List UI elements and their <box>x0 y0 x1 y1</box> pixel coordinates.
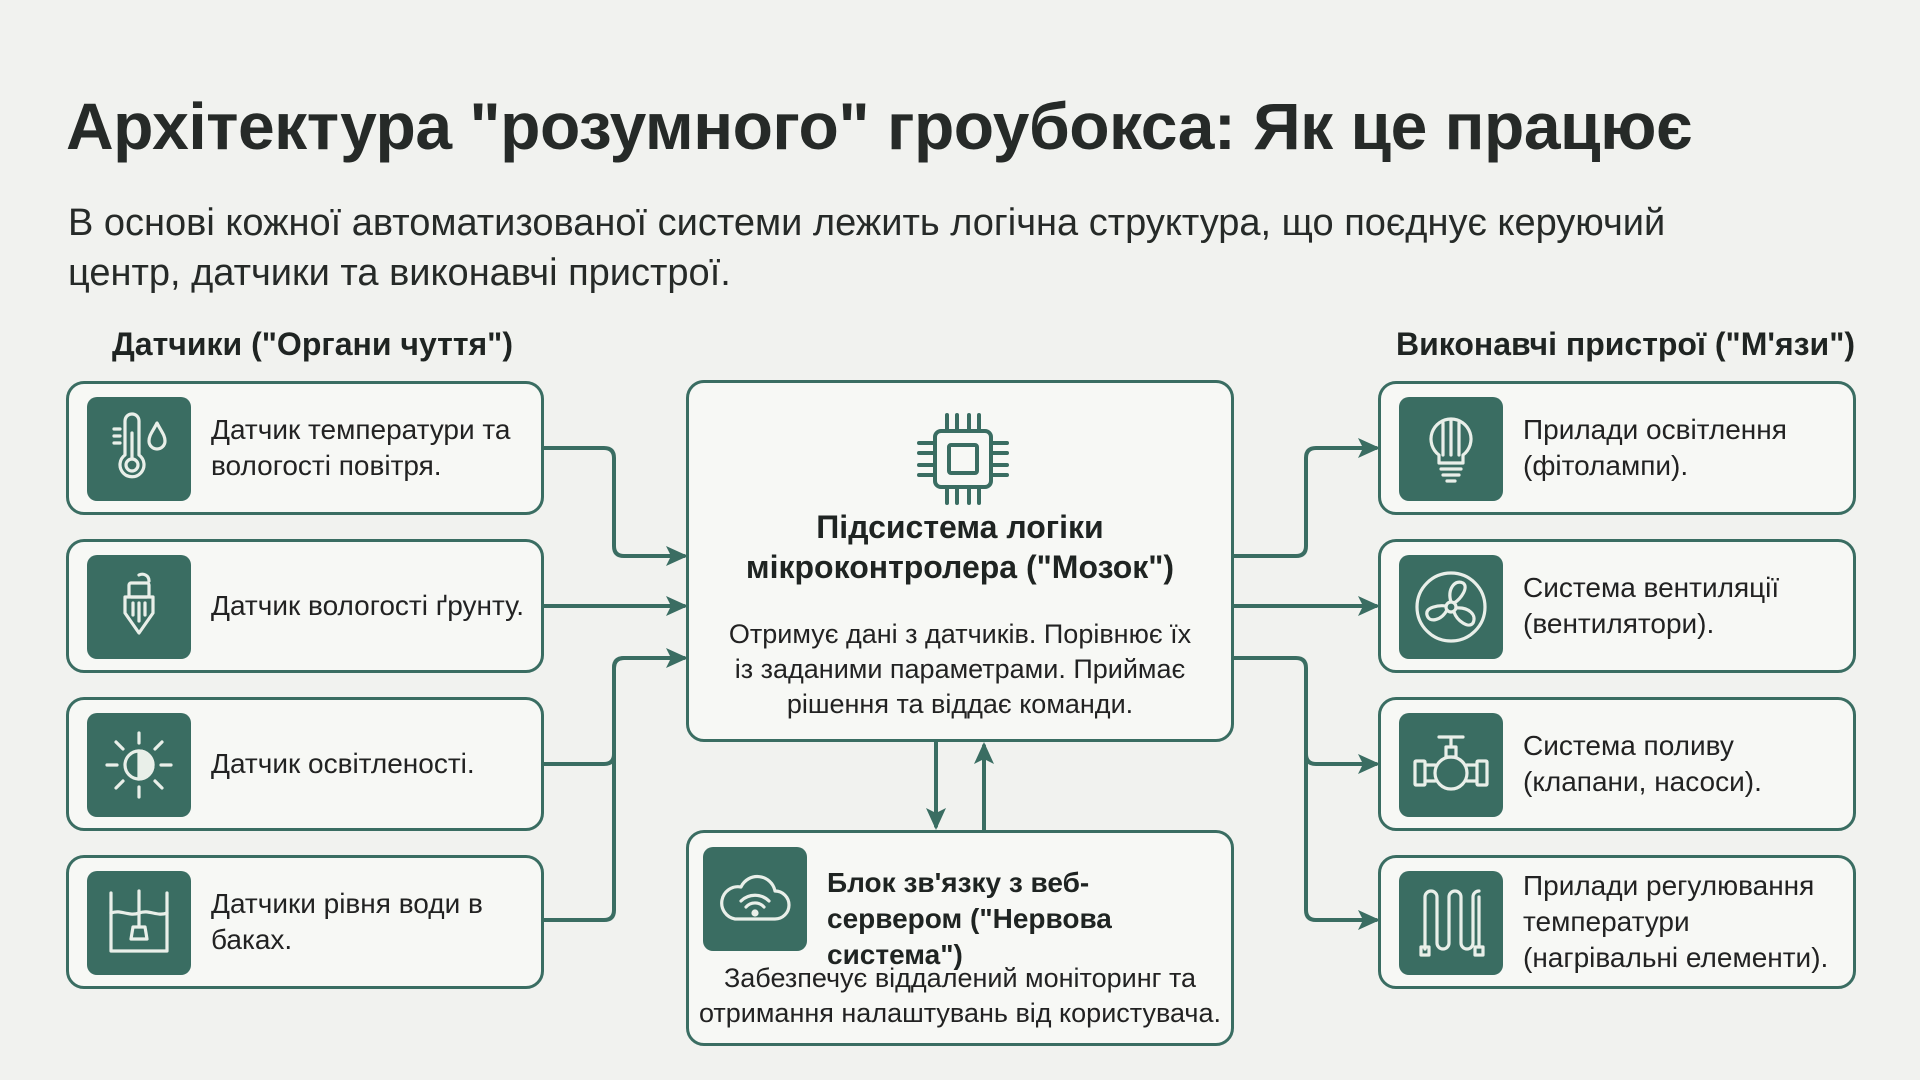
microchip-icon <box>911 407 1015 516</box>
actuators-header: Виконавчі пристрої ("М'язи") <box>1396 326 1856 362</box>
microcontroller-logic-card: Підсистема логіки мікроконтролера ("Мозо… <box>686 380 1234 742</box>
connector-actuator-4 <box>1304 752 1380 930</box>
actuator-label: Прилади освітлення (фітолампи). <box>1523 414 1787 481</box>
sensor-label: Датчик температури та вологості повітря. <box>211 414 511 481</box>
actuator-card-ventilation: Система вентиляції (вентилятори). <box>1378 539 1856 673</box>
soil-probe-icon <box>87 555 191 659</box>
actuator-label: Прилади регулювання температури (нагріва… <box>1523 870 1829 973</box>
page-subtitle: В основі кожної автоматизованої системи … <box>68 202 1666 294</box>
sensor-label: Датчики рівня води в баках. <box>211 888 483 955</box>
sensor-label: Датчик освітленості. <box>211 748 475 779</box>
sensor-card-light: Датчик освітленості. <box>66 697 544 831</box>
sensor-card-water-level: Датчики рівня води в баках. <box>66 855 544 989</box>
sensors-header: Датчики ("Органи чуття") <box>112 326 513 362</box>
connector-sensor-1 <box>542 446 688 566</box>
cloud-wifi-icon <box>703 847 807 951</box>
fan-icon <box>1399 555 1503 659</box>
actuator-label: Система поливу (клапани, насоси). <box>1523 730 1762 797</box>
actuator-label: Система вентиляції (вентилятори). <box>1523 572 1780 639</box>
connector-sensor-4 <box>542 656 626 922</box>
comm-title: Блок зв'язку з веб-сервером ("Нервова си… <box>827 867 1112 970</box>
thermometer-droplet-icon <box>87 397 191 501</box>
connector-actuator-3 <box>1232 656 1380 774</box>
controller-description: Отримує дані з датчиків. Порівнює їх із … <box>728 619 1192 719</box>
connector-actuator-1 <box>1232 438 1380 558</box>
sensor-card-soil-moisture: Датчик вологості ґрунту. <box>66 539 544 673</box>
web-server-comm-card: Блок зв'язку з веб-сервером ("Нервова си… <box>686 830 1234 1046</box>
heating-element-icon <box>1399 871 1503 975</box>
water-level-tank-icon <box>87 871 191 975</box>
sun-light-icon <box>87 713 191 817</box>
controller-title: Підсистема логіки мікроконтролера ("Мозо… <box>745 509 1175 585</box>
page-title: Архітектура "розумного" гроубокса: Як це… <box>66 89 1692 163</box>
light-bulb-icon <box>1399 397 1503 501</box>
actuator-card-heating: Прилади регулювання температури (нагріва… <box>1378 855 1856 989</box>
actuator-card-lighting: Прилади освітлення (фітолампи). <box>1378 381 1856 515</box>
comm-description: Забезпечує віддалений моніторинг та отри… <box>698 963 1222 1028</box>
sensor-label: Датчик вологості ґрунту. <box>211 590 525 621</box>
actuator-card-irrigation: Система поливу (клапани, насоси). <box>1378 697 1856 831</box>
valve-pipe-icon <box>1399 713 1503 817</box>
sensor-card-temperature-humidity: Датчик температури та вологості повітря. <box>66 381 544 515</box>
